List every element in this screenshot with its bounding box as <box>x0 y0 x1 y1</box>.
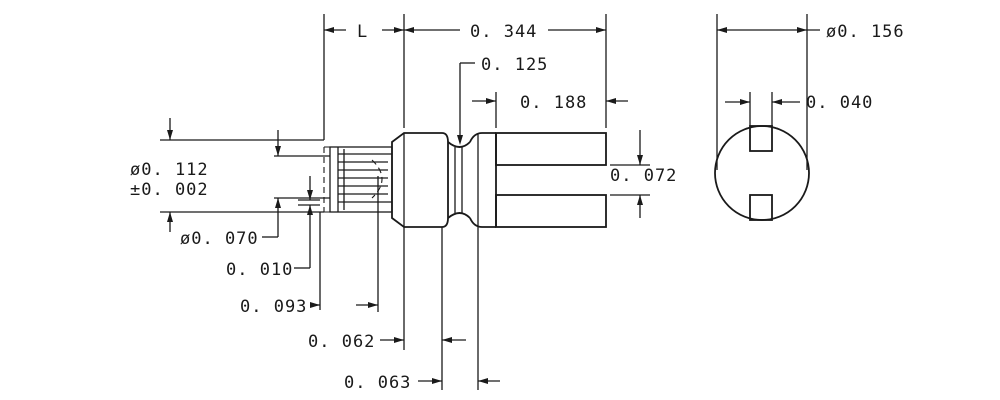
label-dia-0070: ø0. 070 <box>180 229 259 249</box>
dimension-lines <box>160 14 650 390</box>
label-0040: 0. 040 <box>806 93 873 113</box>
side-view <box>323 132 607 228</box>
label-0344: 0. 344 <box>470 22 537 42</box>
label-0125: 0. 125 <box>481 55 548 75</box>
neck <box>447 141 471 219</box>
label-0063: 0. 063 <box>344 373 411 393</box>
body-fork <box>469 132 607 228</box>
label-0062: 0. 062 <box>308 332 375 352</box>
end-view <box>714 14 820 221</box>
label-0072: 0. 072 <box>610 166 677 186</box>
label-0188: 0. 188 <box>520 93 587 113</box>
label-dia-0156: ø0. 156 <box>826 22 905 42</box>
label-0093: 0. 093 <box>240 297 307 317</box>
knurled-tip <box>323 146 393 213</box>
collar <box>391 132 449 228</box>
label-0010: 0. 010 <box>226 260 293 280</box>
label-tolerance: ±0. 002 <box>130 180 209 200</box>
label-L: L <box>357 22 368 42</box>
label-dia-0112: ø0. 112 <box>130 160 209 180</box>
dimension-labels: L 0. 344 0. 125 0. 188 ø0. 112 ±0. 002 ø… <box>130 22 905 393</box>
